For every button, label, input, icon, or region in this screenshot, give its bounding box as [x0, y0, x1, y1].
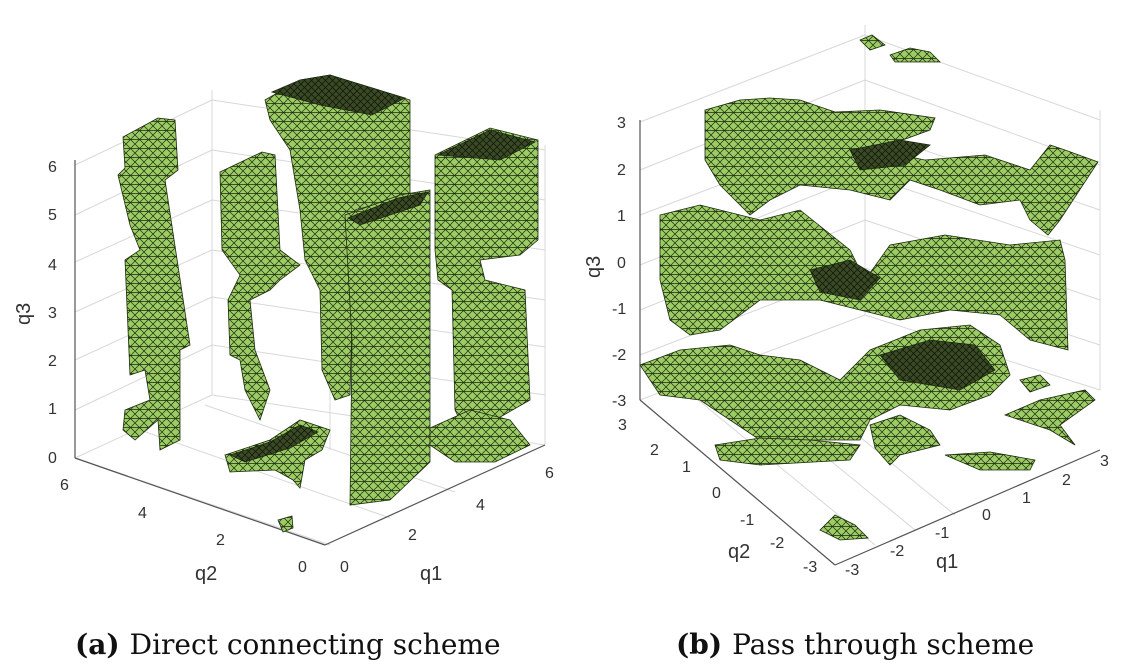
panel-b-z-tick: 1 [617, 208, 626, 225]
panel-a-x-tick: 0 [340, 559, 349, 576]
panel-b-z-tick: -1 [612, 301, 626, 318]
caption-b: (b) Pass through scheme [676, 628, 1034, 661]
panel-b-y-tick: -3 [803, 559, 817, 576]
panel-b-z-tick: 2 [617, 162, 626, 179]
panel-a-z-tick: 4 [48, 257, 57, 274]
panel-b-y-label: q2 [728, 541, 750, 563]
panel-b-y-tick: -2 [770, 535, 784, 552]
obstacle-a6 [429, 409, 531, 463]
panel-a-x-tick: 2 [408, 527, 417, 544]
obstacle-b10 [859, 34, 886, 51]
panel-a-z-tick: 6 [48, 159, 57, 176]
obstacle-a4 [344, 189, 431, 506]
obstacle-b8 [1019, 374, 1051, 393]
panel-b-x-tick: 1 [1022, 490, 1031, 507]
panel-a-y-label: q2 [195, 563, 217, 585]
panel-a-y-tick: 2 [216, 532, 225, 549]
panel-b-x-tick: 3 [1100, 453, 1109, 470]
panel-b-y-tick: 0 [712, 485, 721, 502]
obstacle-a8 [277, 515, 294, 533]
obstacle-b9 [819, 514, 869, 541]
obstacle-b1-dark [849, 139, 931, 171]
panel-a-z-label: q3 [13, 303, 35, 325]
panel-a-x-label: q1 [420, 563, 442, 585]
caption-a-text: Direct connecting scheme [129, 628, 501, 661]
panel-b-y-tick: 2 [650, 442, 659, 459]
panel-b-z-tick: -3 [612, 393, 626, 410]
panel-a-x-ticks: 0 2 4 6 [340, 465, 554, 576]
obstacle-a5 [434, 127, 539, 421]
panel-b-z-tick: -2 [612, 347, 626, 364]
panel-a-x-tick: 4 [476, 497, 485, 514]
panel-b-x-tick: -1 [935, 525, 949, 542]
obstacle-b5 [869, 414, 941, 466]
panel-b-y-tick: 3 [618, 417, 627, 434]
panel-a-z-tick: 3 [48, 305, 57, 322]
obstacle-a5-top [436, 129, 537, 161]
panel-a-z-tick: 1 [48, 401, 57, 418]
obstacle-b6 [944, 451, 1036, 471]
panel-b-x-tick: 2 [1062, 472, 1071, 489]
obstacle-a4-top [347, 191, 429, 226]
caption-a-tag: (a) [75, 628, 120, 661]
obstacle-b2 [659, 204, 1069, 351]
panel-b-y-ticks: 3 2 1 0 -1 -2 -3 [618, 417, 817, 576]
caption-a: (a) Direct connecting scheme [75, 628, 501, 661]
panel-a-y-ticks: 6 4 2 0 [60, 477, 307, 576]
panel-a-z-ticks: 0 1 2 3 4 5 6 [48, 159, 57, 467]
panel-a-z-tick: 0 [48, 450, 57, 467]
obstacle-a3-top [270, 74, 407, 116]
obstacle-b1 [704, 97, 1099, 236]
obstacle-b11 [889, 47, 941, 63]
panel-b-z-tick: 0 [617, 255, 626, 272]
obstacle-a2 [219, 151, 301, 422]
panel-a-y-tick: 4 [138, 505, 147, 522]
caption-b-text: Pass through scheme [732, 628, 1035, 661]
obstacle-b3-dark [879, 339, 996, 391]
obstacle-b2-dark [809, 259, 881, 301]
obstacle-a7-top [228, 424, 319, 463]
panel-b-z-tick: 3 [617, 115, 626, 132]
panel-b-z-label: q3 [583, 256, 605, 278]
panel-a-y-tick: 6 [60, 477, 69, 494]
panel-a-x-tick: 6 [545, 465, 554, 482]
obstacle-b4 [714, 437, 861, 466]
obstacle-a1 [117, 117, 191, 451]
panel-b-axes [639, 120, 1101, 566]
panel-b-z-ticks: 3 2 1 0 -1 -2 -3 [612, 115, 626, 410]
obstacle-b7 [1003, 389, 1096, 446]
panel-b-surfaces [639, 34, 1099, 541]
panel-b-x-tick: 0 [982, 507, 991, 524]
panel-a-plot: 0 1 2 3 4 5 6 6 4 2 0 0 2 4 6 q3 q2 q1 [13, 74, 554, 585]
panel-b-y-tick: 1 [682, 459, 691, 476]
panel-a-y-tick: 0 [298, 559, 307, 576]
panel-a-z-tick: 2 [48, 353, 57, 370]
caption-b-tag: (b) [676, 628, 723, 661]
panel-a-surfaces [117, 74, 539, 533]
panel-b-x-label: q1 [936, 551, 958, 573]
panel-a-z-tick: 5 [48, 207, 57, 224]
panel-b-x-ticks: -3 -2 -1 0 1 2 3 [845, 453, 1109, 579]
panel-b-x-tick: -3 [845, 562, 859, 579]
panel-b-plot: 3 2 1 0 -1 -2 -3 3 2 1 0 -1 -2 -3 -3 -2 … [583, 25, 1109, 579]
panel-b-x-tick: -2 [890, 543, 904, 560]
panel-b-y-tick: -1 [740, 512, 754, 529]
